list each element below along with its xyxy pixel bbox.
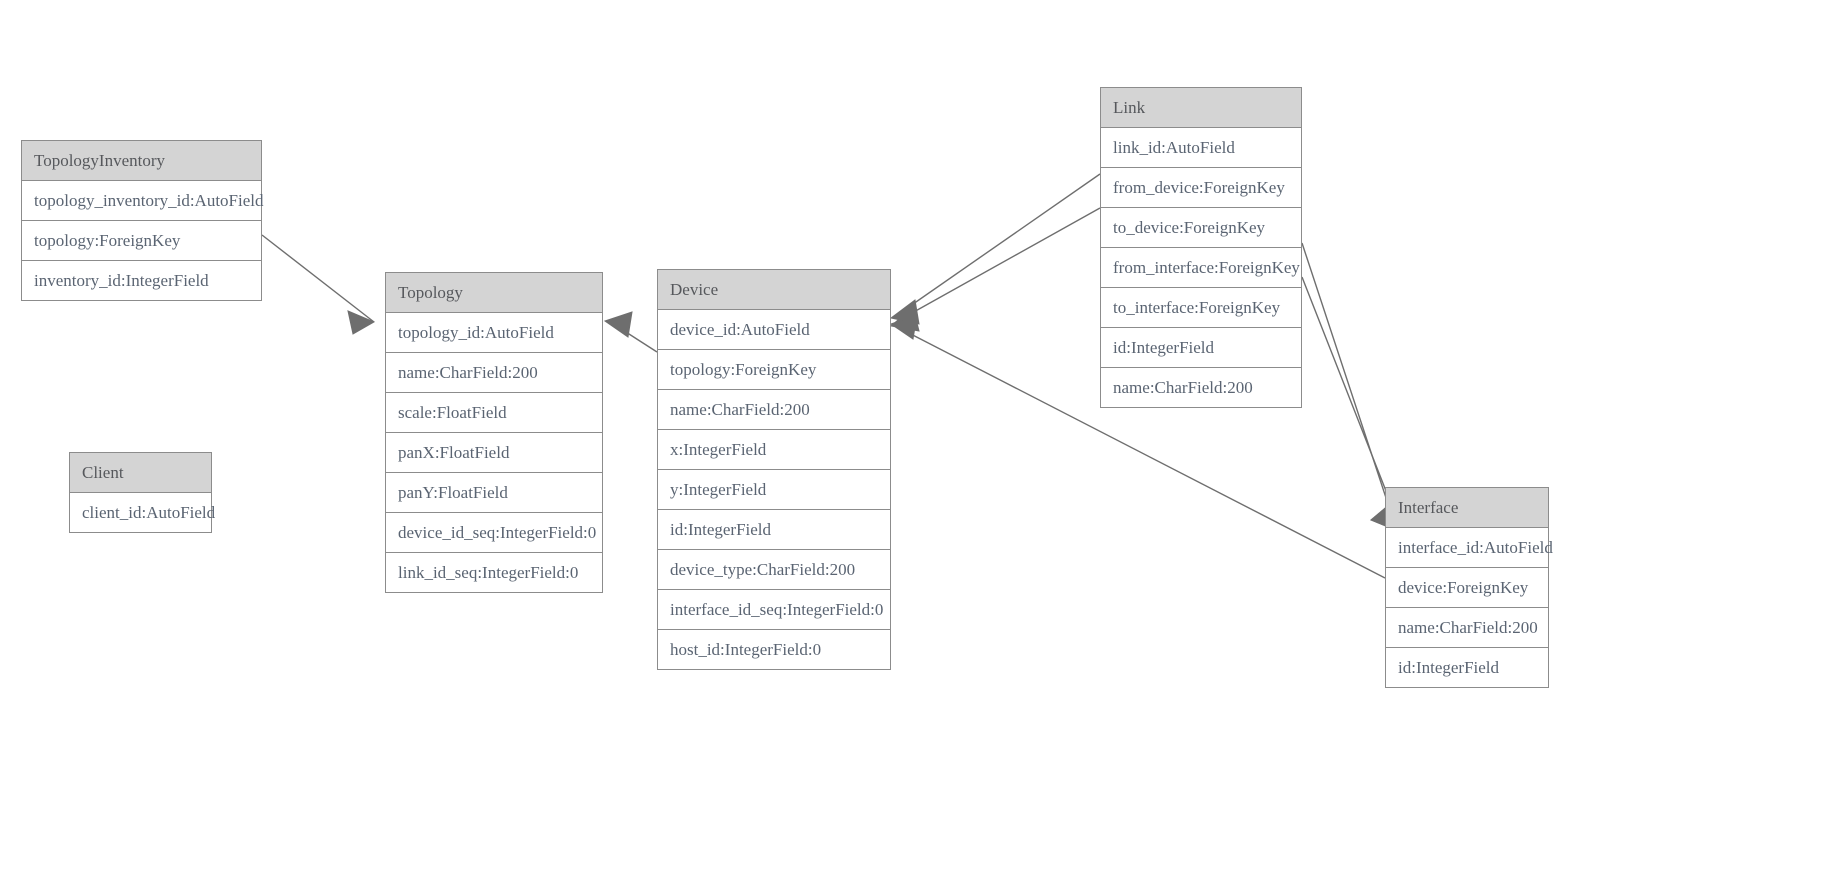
entity-field-device-8: host_id:IntegerField:0 <box>670 640 822 659</box>
entity-field-device-2: name:CharField:200 <box>658 390 890 430</box>
entity-field-topology-2: scale:FloatField <box>386 393 602 433</box>
entity-title-topology-inventory: TopologyInventory <box>22 141 261 181</box>
entity-field-link-6: name:CharField:200 <box>1113 378 1253 397</box>
entity-field-interface-3: id:IntegerField <box>1398 658 1500 677</box>
entity-field-link-0: link_id:AutoField <box>1101 128 1301 168</box>
entity-field-topology-inventory-1: topology:ForeignKey <box>22 221 261 261</box>
entity-title-client: Client <box>70 453 211 493</box>
entity-field-device-0: device_id:AutoField <box>658 310 890 350</box>
entity-title-topology: Topology <box>386 273 602 313</box>
relationship-line <box>902 173 1101 312</box>
entity-field-device-3: x:IntegerField <box>658 430 890 470</box>
entity-field-topology-1: name:CharField:200 <box>386 353 602 393</box>
entity-field-link-2: to_device:ForeignKey <box>1101 208 1301 248</box>
entity-field-topology-3: panX:FloatField <box>386 433 602 473</box>
relationship-arrowhead-icon <box>347 310 376 335</box>
entity-field-link-3: from_interface:ForeignKey <box>1101 248 1301 288</box>
entity-field-device-1: topology:ForeignKey <box>658 350 890 390</box>
entity-field-client-0: client_id:AutoField <box>82 503 216 522</box>
entity-field-topology-inventory-0: topology_inventory_id:AutoField <box>22 181 264 221</box>
entity-field-interface-1: device:ForeignKey <box>1386 568 1548 608</box>
relationship-topologyinventory-to-topology <box>261 234 376 335</box>
entity-field-link-1: from_device:ForeignKey <box>1101 168 1301 208</box>
entity-field-device-6: device_type:CharField:200 <box>658 550 890 590</box>
relationship-arrowhead-icon <box>889 306 920 332</box>
relationship-link-to-interface-to-interface <box>1301 276 1399 532</box>
entity-field-topology-5: device_id_seq:IntegerField:0 <box>386 513 602 553</box>
entity-title-link: Link <box>1101 88 1301 128</box>
relationship-arrowhead-icon <box>889 314 918 340</box>
entity-field-device-5: id:IntegerField <box>658 510 890 550</box>
entity-title-device: Device <box>658 270 890 310</box>
relationship-line <box>614 324 658 353</box>
relationship-arrowhead-icon <box>889 299 920 325</box>
entity-field-interface-2: name:CharField:200 <box>1386 608 1548 648</box>
entity-field-topology-0: topology_id:AutoField <box>386 313 602 353</box>
entity-field-topology-inventory-2: inventory_id:IntegerField <box>34 271 209 290</box>
entity-field-link-5: id:IntegerField <box>1101 328 1301 368</box>
entity-field-device-7: interface_id_seq:IntegerField:0 <box>658 590 890 630</box>
entity-field-interface-0: interface_id:AutoField <box>1386 528 1553 568</box>
relationship-line <box>902 207 1101 319</box>
relationship-line <box>1301 242 1393 517</box>
entity-title-interface: Interface <box>1386 488 1548 528</box>
relationship-link-from-interface-to-interface <box>1301 242 1399 532</box>
relationship-line <box>1301 276 1398 520</box>
entity-field-device-4: y:IntegerField <box>658 470 890 510</box>
relationship-device-to-topology <box>603 311 658 353</box>
relationship-line <box>261 234 375 323</box>
entity-field-link-4: to_interface:ForeignKey <box>1101 288 1301 328</box>
entity-field-topology-4: panY:FloatField <box>386 473 602 513</box>
relationship-link-from-device-to-device <box>889 173 1101 325</box>
relationship-arrowhead-icon <box>603 311 633 338</box>
relationship-link-to-device-to-device <box>889 207 1101 332</box>
entity-field-topology-6: link_id_seq:IntegerField:0 <box>398 563 579 582</box>
entity-box-client[interactable]: Client client_id:AutoField <box>69 452 216 533</box>
